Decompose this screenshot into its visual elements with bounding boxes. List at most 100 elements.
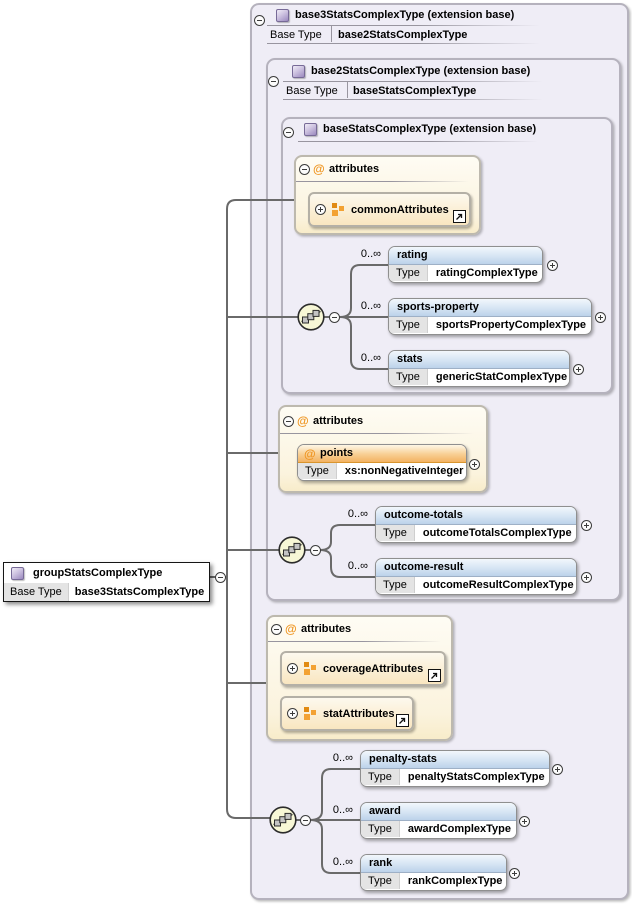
element-outcome-result[interactable]: outcome-result Type outcomeResultComplexT… <box>375 558 577 595</box>
expand-icon[interactable] <box>287 663 298 674</box>
base-title: baseStatsComplexType (extension base) <box>323 123 537 135</box>
type-label: Type <box>389 265 428 281</box>
base-type-label: Base Type <box>286 85 338 97</box>
type-value: genericStatComplexType <box>435 371 568 383</box>
divider <box>267 43 540 44</box>
element-name: rank <box>361 855 506 873</box>
type-label: Type <box>361 873 400 889</box>
multiplicity-label: 0..∞ <box>332 804 353 816</box>
attribute-group-name: coverageAttributes <box>323 663 424 675</box>
multiplicity-label: 0..∞ <box>332 752 353 764</box>
expand-icon[interactable] <box>552 764 563 775</box>
divider <box>298 141 538 142</box>
element-name: rating <box>389 247 542 265</box>
base-type-label: Base Type <box>4 583 69 601</box>
attribute-group-coverageAttributes[interactable]: coverageAttributes <box>280 651 446 686</box>
type-value: outcomeResultComplexType <box>422 579 574 591</box>
attributes-header: attributes <box>313 415 364 427</box>
element-name: award <box>361 803 516 821</box>
type-value: xs:nonNegativeInteger <box>344 465 464 477</box>
multiplicity-label: 0..∞ <box>347 508 368 520</box>
element-name: sports-property <box>389 299 591 317</box>
sequence-icon[interactable] <box>277 535 307 568</box>
expand-icon[interactable] <box>469 459 480 470</box>
multiplicity-label: 0..∞ <box>360 352 381 364</box>
collapse-icon[interactable] <box>300 815 311 826</box>
expand-icon[interactable] <box>581 520 592 531</box>
attribute-group-name: statAttributes <box>323 708 395 720</box>
type-label: Type <box>298 463 337 479</box>
collapse-icon[interactable] <box>329 312 340 323</box>
base-type-label: Base Type <box>270 29 322 41</box>
sequence-icon[interactable] <box>296 302 326 335</box>
type-value: penaltyStatsComplexType <box>407 771 545 783</box>
base3-title: base3StatsComplexType (extension base) <box>295 9 515 21</box>
attribute-icon: @ <box>297 414 309 428</box>
type-label: Type <box>389 317 428 333</box>
element-outcome-totals[interactable]: outcome-totals Type outcomeTotalsComplexT… <box>375 506 577 543</box>
reference-link-icon[interactable] <box>428 669 441 682</box>
attribute-group-statAttributes[interactable]: statAttributes <box>280 696 414 731</box>
group-title: groupStatsComplexType <box>33 567 163 579</box>
collapse-icon[interactable] <box>310 545 321 556</box>
type-value: rankComplexType <box>407 875 503 887</box>
type-label: Type <box>376 577 415 593</box>
type-value: outcomeTotalsComplexType <box>422 527 572 539</box>
attribute-group-commonAttributes[interactable]: commonAttributes <box>308 192 471 227</box>
collapse-icon[interactable] <box>283 416 294 427</box>
attribute-icon: @ <box>313 162 325 176</box>
attributes-header: attributes <box>329 163 380 175</box>
attribute-name: @ points <box>298 445 466 463</box>
attribute-points[interactable]: @ points Type xs:nonNegativeInteger <box>297 444 467 481</box>
expand-icon[interactable] <box>519 816 530 827</box>
collapse-icon[interactable] <box>299 164 310 175</box>
reference-link-icon[interactable] <box>453 210 466 223</box>
type-label: Type <box>361 821 400 837</box>
element-name: outcome-totals <box>376 507 576 525</box>
group-stats-complex-type-box[interactable]: groupStatsComplexType Base Type base3Sta… <box>3 562 210 602</box>
divider <box>267 25 540 26</box>
collapse-icon[interactable] <box>271 624 282 635</box>
complex-type-icon <box>11 566 24 580</box>
divider <box>331 26 332 42</box>
divider <box>347 82 348 98</box>
attribute-icon: @ <box>285 622 297 636</box>
attribute-group-icon <box>304 707 316 720</box>
collapse-icon[interactable] <box>254 15 265 26</box>
expand-icon[interactable] <box>595 312 606 323</box>
multiplicity-label: 0..∞ <box>332 856 353 868</box>
base2-title: base2StatsComplexType (extension base) <box>311 65 531 77</box>
expand-icon[interactable] <box>315 204 326 215</box>
element-name: stats <box>389 351 569 369</box>
complex-type-icon <box>276 9 289 22</box>
collapse-icon[interactable] <box>268 76 279 87</box>
divider <box>283 81 543 82</box>
divider <box>296 181 469 182</box>
expand-icon[interactable] <box>581 572 592 583</box>
sequence-icon[interactable] <box>268 805 298 838</box>
divider <box>283 99 543 100</box>
expand-icon[interactable] <box>547 260 558 271</box>
type-value: sportsPropertyComplexType <box>435 319 587 331</box>
expand-icon[interactable] <box>573 364 584 375</box>
multiplicity-label: 0..∞ <box>347 560 368 572</box>
expand-icon[interactable] <box>287 708 298 719</box>
type-label: Type <box>376 525 415 541</box>
collapse-icon[interactable] <box>215 572 226 583</box>
element-name: outcome-result <box>376 559 576 577</box>
attribute-icon: @ <box>304 447 316 461</box>
attribute-group-icon <box>332 203 344 216</box>
reference-link-icon[interactable] <box>396 714 409 727</box>
type-label: Type <box>361 769 400 785</box>
element-award[interactable]: award Type awardComplexType <box>360 802 517 839</box>
type-value: awardComplexType <box>407 823 511 835</box>
element-sports-property[interactable]: sports-property Type sportsPropertyComple… <box>388 298 592 335</box>
collapse-icon[interactable] <box>283 127 294 138</box>
attribute-group-icon <box>304 662 316 675</box>
element-rank[interactable]: rank Type rankComplexType <box>360 854 507 891</box>
expand-icon[interactable] <box>509 868 520 879</box>
